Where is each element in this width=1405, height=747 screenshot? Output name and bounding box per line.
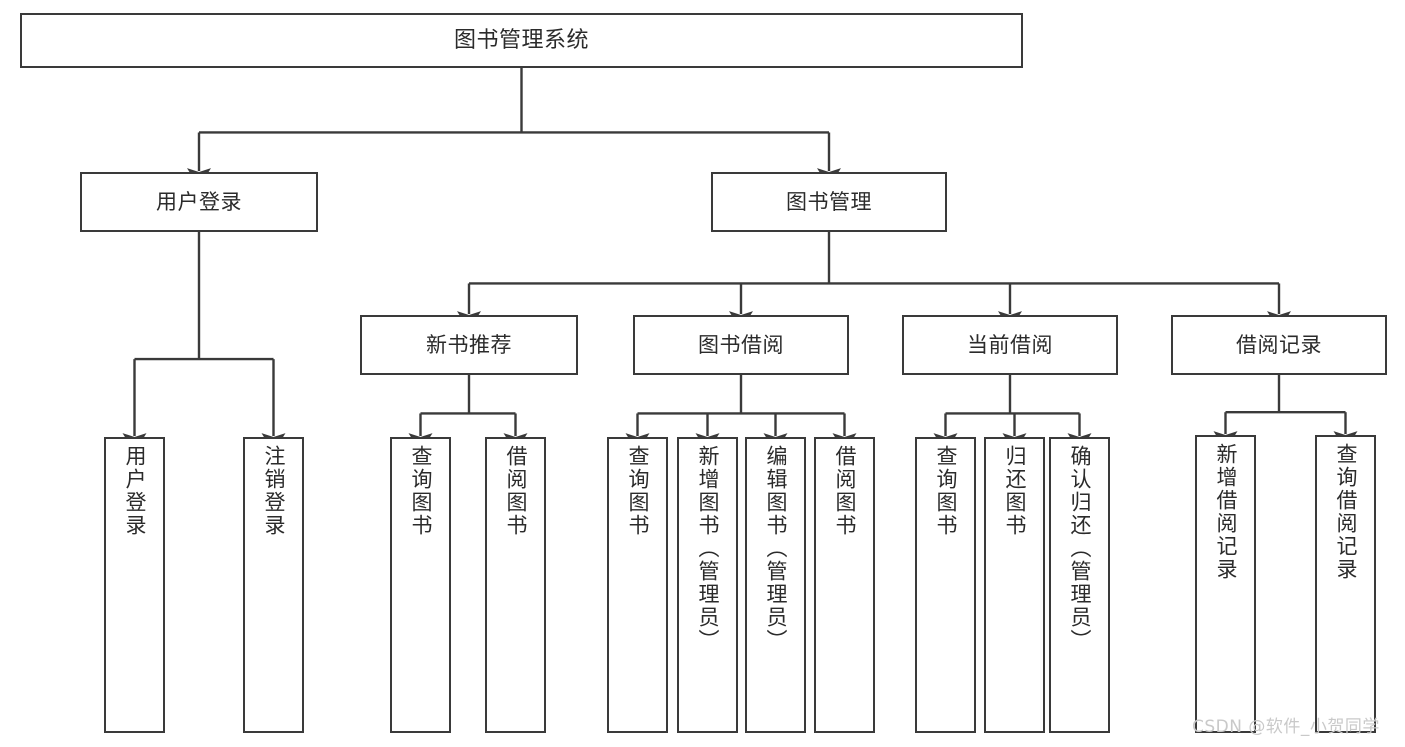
- node-l_edit: 编辑图书（管理员）: [745, 437, 806, 733]
- node-l_b1: 借阅图书: [485, 437, 546, 733]
- node-l_b2: 借阅图书: [814, 437, 875, 733]
- node-l_add: 新增图书（管理员）: [677, 437, 738, 733]
- node-l_addrec: 新增借阅记录: [1195, 435, 1256, 733]
- node-label: 借阅记录: [1236, 332, 1322, 357]
- node-current: 当前借阅: [902, 315, 1118, 375]
- node-label: 查询图书: [409, 445, 433, 537]
- node-label: 图书管理系统: [453, 27, 589, 53]
- node-label: 新书推荐: [426, 332, 512, 357]
- node-label: 图书管理: [786, 189, 872, 214]
- node-label: 查询图书: [626, 445, 650, 537]
- node-l_logout: 注销登录: [243, 437, 304, 733]
- node-label: 新增图书（管理员）: [696, 445, 720, 652]
- node-label: 编辑图书（管理员）: [764, 445, 788, 652]
- node-bookmgmt: 图书管理: [711, 172, 947, 232]
- node-l_confirm: 确认归还（管理员）: [1049, 437, 1110, 733]
- csdn-watermark: CSDN @软件_小贺同学: [1192, 717, 1380, 737]
- node-l_q3: 查询图书: [915, 437, 976, 733]
- node-label: 图书借阅: [698, 332, 784, 357]
- node-l_q2: 查询图书: [607, 437, 668, 733]
- node-label: 查询图书: [934, 445, 958, 537]
- node-label: 注销登录: [262, 445, 286, 537]
- node-label: 用户登录: [156, 189, 242, 214]
- node-borrow: 图书借阅: [633, 315, 849, 375]
- node-newrec: 新书推荐: [360, 315, 578, 375]
- node-label: 新增借阅记录: [1214, 443, 1238, 581]
- node-login: 用户登录: [80, 172, 318, 232]
- node-l_q1: 查询图书: [390, 437, 451, 733]
- node-label: 确认归还（管理员）: [1068, 445, 1092, 652]
- node-l_return: 归还图书: [984, 437, 1045, 733]
- node-label: 当前借阅: [967, 332, 1053, 357]
- node-root: 图书管理系统: [20, 13, 1023, 68]
- node-label: 查询借阅记录: [1334, 443, 1358, 581]
- node-label: 借阅图书: [504, 445, 528, 537]
- node-l_qrec: 查询借阅记录: [1315, 435, 1376, 733]
- node-records: 借阅记录: [1171, 315, 1387, 375]
- node-l_login: 用户登录: [104, 437, 165, 733]
- node-label: 借阅图书: [833, 445, 857, 537]
- node-label: 归还图书: [1003, 445, 1027, 537]
- node-label: 用户登录: [123, 445, 147, 537]
